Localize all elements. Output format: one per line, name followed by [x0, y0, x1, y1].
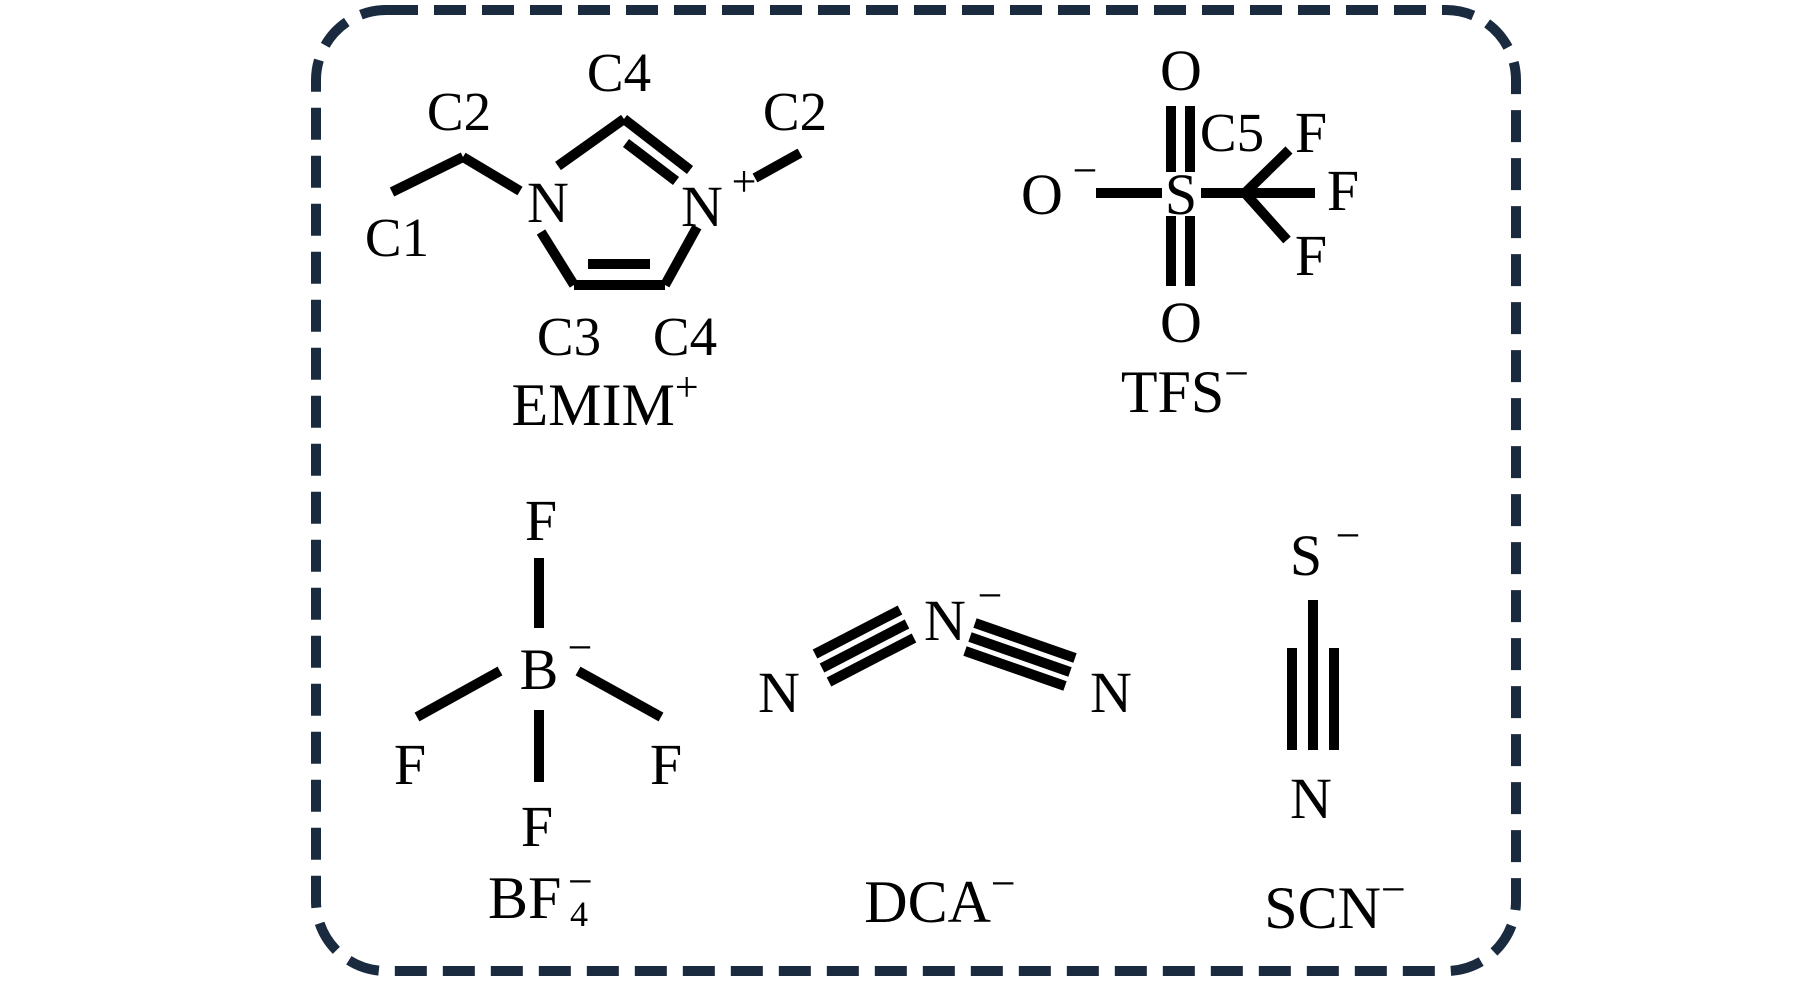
emim-name: EMIM+ [511, 365, 698, 438]
bond-dca-right-b [968, 632, 1072, 677]
atom-s: S [1290, 523, 1322, 588]
bond-dca-left-a [812, 605, 903, 659]
bond-c4-n3 [620, 115, 694, 174]
atom-b: B [520, 637, 559, 702]
atom-n-left: N [758, 660, 800, 725]
bond-c5-f1 [1241, 146, 1293, 197]
bond-dca-left-b [819, 619, 910, 673]
atom-f-left: F [394, 732, 426, 797]
atom-f2: F [1327, 158, 1359, 223]
tfs-name: TFS− [1121, 349, 1249, 425]
atom-n: N [1290, 766, 1332, 831]
bf4-name: BF [488, 865, 561, 931]
label-c2-right: C2 [763, 81, 827, 142]
bond-c5-f3 [1241, 189, 1291, 244]
bond-b-f-right [575, 666, 664, 722]
bond-b-f-left [414, 666, 503, 722]
dca-name-charge: − [991, 859, 1016, 908]
label-c4-top: C4 [587, 42, 651, 103]
atom-o-bottom: O [1160, 290, 1202, 355]
emim-name-text: EMIM [511, 372, 674, 438]
scn-name-charge: − [1381, 865, 1406, 914]
n-center-charge: − [978, 571, 1003, 620]
atom-n-center: N [924, 588, 966, 653]
dca-name-text: DCA [864, 869, 991, 935]
bond-n1-c4 [555, 114, 627, 171]
atom-f-right: F [650, 732, 682, 797]
atom-o-left: O [1021, 162, 1063, 227]
b-charge: − [568, 623, 593, 672]
n3-charge: + [732, 157, 757, 206]
bond-n3-methyl [752, 148, 803, 183]
label-c2-left: C2 [427, 81, 491, 142]
bond-c4-n3-lower [660, 224, 702, 288]
atom-f3: F [1295, 223, 1327, 288]
bf4-name-sub: 4 [570, 894, 588, 934]
atom-n1: N [527, 170, 569, 235]
bf4-name-charge: − [568, 857, 593, 906]
bond-dca-right-a [973, 618, 1077, 663]
emim-molecule: N N + C1 C2 C4 C2 C3 C4 EMIM+ [365, 42, 827, 438]
tfs-name-text: TFS [1121, 359, 1224, 425]
label-c3: C3 [537, 306, 601, 367]
dashed-frame [311, 5, 1521, 976]
atom-f-top: F [525, 488, 557, 553]
label-c5: C5 [1200, 102, 1264, 163]
label-c1: C1 [365, 207, 429, 268]
s-charge: − [1336, 511, 1361, 560]
bond-c2-n1 [460, 152, 523, 196]
bf4-molecule: F B − F F F BF − 4 [394, 488, 682, 934]
atom-f1: F [1295, 100, 1327, 165]
bond-n1-c3 [536, 229, 579, 288]
atom-n3: N [681, 174, 723, 239]
dca-name: DCA− [864, 859, 1016, 935]
bond-c4-n3-double [622, 139, 680, 185]
scn-name-text: SCN [1264, 875, 1381, 941]
atom-f-bottom: F [521, 794, 553, 859]
bond-dca-right-c [963, 646, 1067, 691]
label-c4-bottom: C4 [653, 306, 717, 367]
tfs-name-charge: − [1224, 349, 1249, 398]
scn-molecule: S − N SCN− [1264, 511, 1406, 941]
o-charge: − [1073, 146, 1098, 195]
emim-name-charge: + [675, 365, 699, 411]
scn-name: SCN− [1264, 865, 1406, 941]
atom-o-top: O [1160, 38, 1202, 103]
bond-c1-c2 [389, 152, 466, 197]
bond-dca-left-c [826, 633, 917, 687]
dca-molecule: N N − N DCA− [758, 571, 1132, 935]
bf4-name-text: BF [488, 865, 561, 931]
atom-s: S [1165, 162, 1197, 227]
atom-n-right: N [1090, 660, 1132, 725]
tfs-molecule: O S O O − C5 F F F TFS− [1021, 38, 1359, 425]
